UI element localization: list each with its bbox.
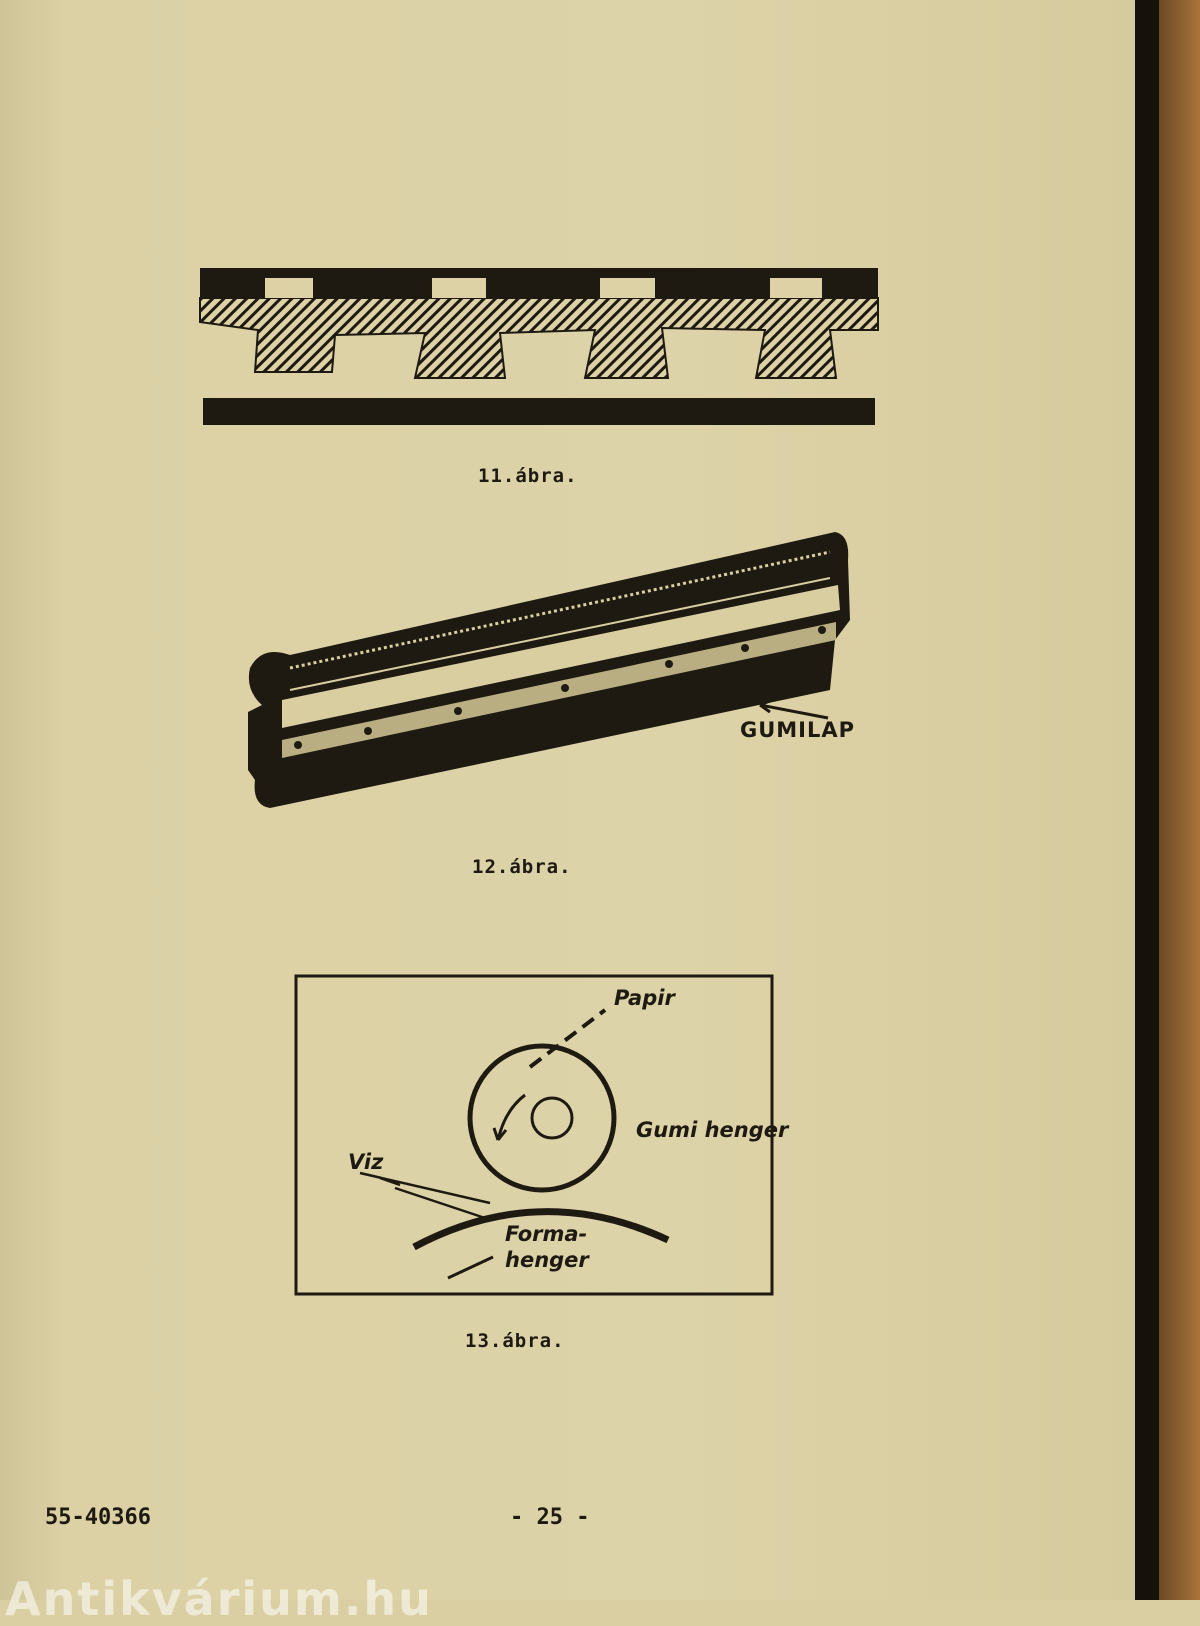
- figure-12-caption: 12.ábra.: [472, 856, 572, 878]
- book-edge: [1159, 0, 1200, 1600]
- figure-13-diagram: [294, 974, 774, 1296]
- water-label: Viz: [348, 1150, 384, 1174]
- gumilap-label: GUMILAP: [740, 718, 856, 742]
- paper-label: Papir: [614, 986, 675, 1010]
- figure-11-caption: 11.ábra.: [478, 465, 578, 487]
- forme-label-2: henger: [505, 1248, 589, 1272]
- book-spine: [1135, 0, 1159, 1600]
- forme-label-1: Forma-: [505, 1222, 588, 1246]
- page-number: - 25 -: [510, 1505, 590, 1530]
- document-code: 55-40366: [45, 1505, 151, 1530]
- figure-11-drawing: [199, 268, 879, 425]
- watermark: Antikvárium.hu: [5, 1572, 433, 1626]
- figure-12-squeegee: [248, 532, 850, 808]
- figure-13-caption: 13.ábra.: [465, 1330, 565, 1352]
- document-page: [0, 0, 1135, 1600]
- blanket-cylinder-label: Gumi henger: [636, 1118, 789, 1142]
